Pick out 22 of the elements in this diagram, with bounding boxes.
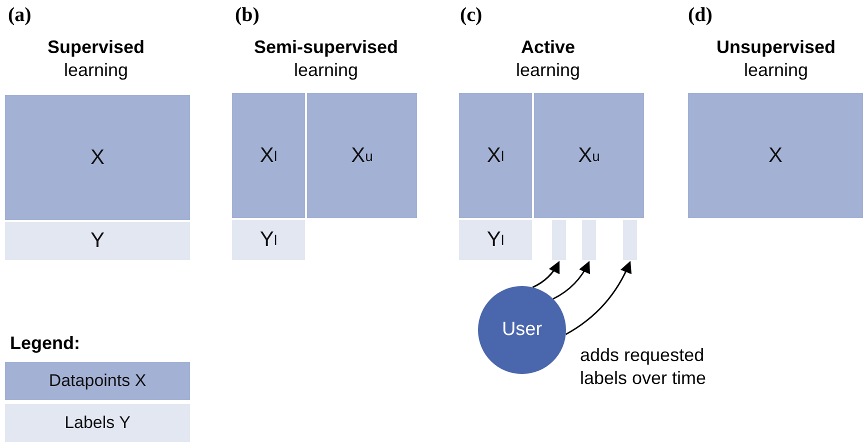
panel-heading: Supervised learning — [46, 36, 146, 82]
arrow — [565, 260, 632, 336]
label-block: Y — [5, 222, 190, 260]
user-circle: User — [478, 286, 566, 374]
legend-text: Datapoints X — [48, 371, 146, 391]
label-slot — [552, 220, 566, 260]
label-slot — [582, 220, 596, 260]
arrow — [552, 260, 590, 300]
legend-title: Legend: — [10, 333, 81, 354]
label-slot — [623, 220, 637, 260]
arrow — [532, 260, 560, 288]
panel-heading: Active learning — [514, 36, 582, 82]
panel-heading: Unsupervised learning — [715, 36, 837, 82]
panel-letter: (d) — [688, 4, 714, 27]
data-block: X — [5, 95, 190, 220]
annotation-text: adds requested labels over time — [580, 344, 708, 390]
panel-letter: (a) — [8, 4, 32, 27]
data-block: X — [688, 93, 863, 218]
legend-text: Labels Y — [64, 413, 130, 433]
panel-letter: (c) — [460, 4, 484, 27]
panel-letter: (b) — [235, 4, 260, 27]
panel-heading: Semi-supervised learning — [252, 36, 400, 82]
